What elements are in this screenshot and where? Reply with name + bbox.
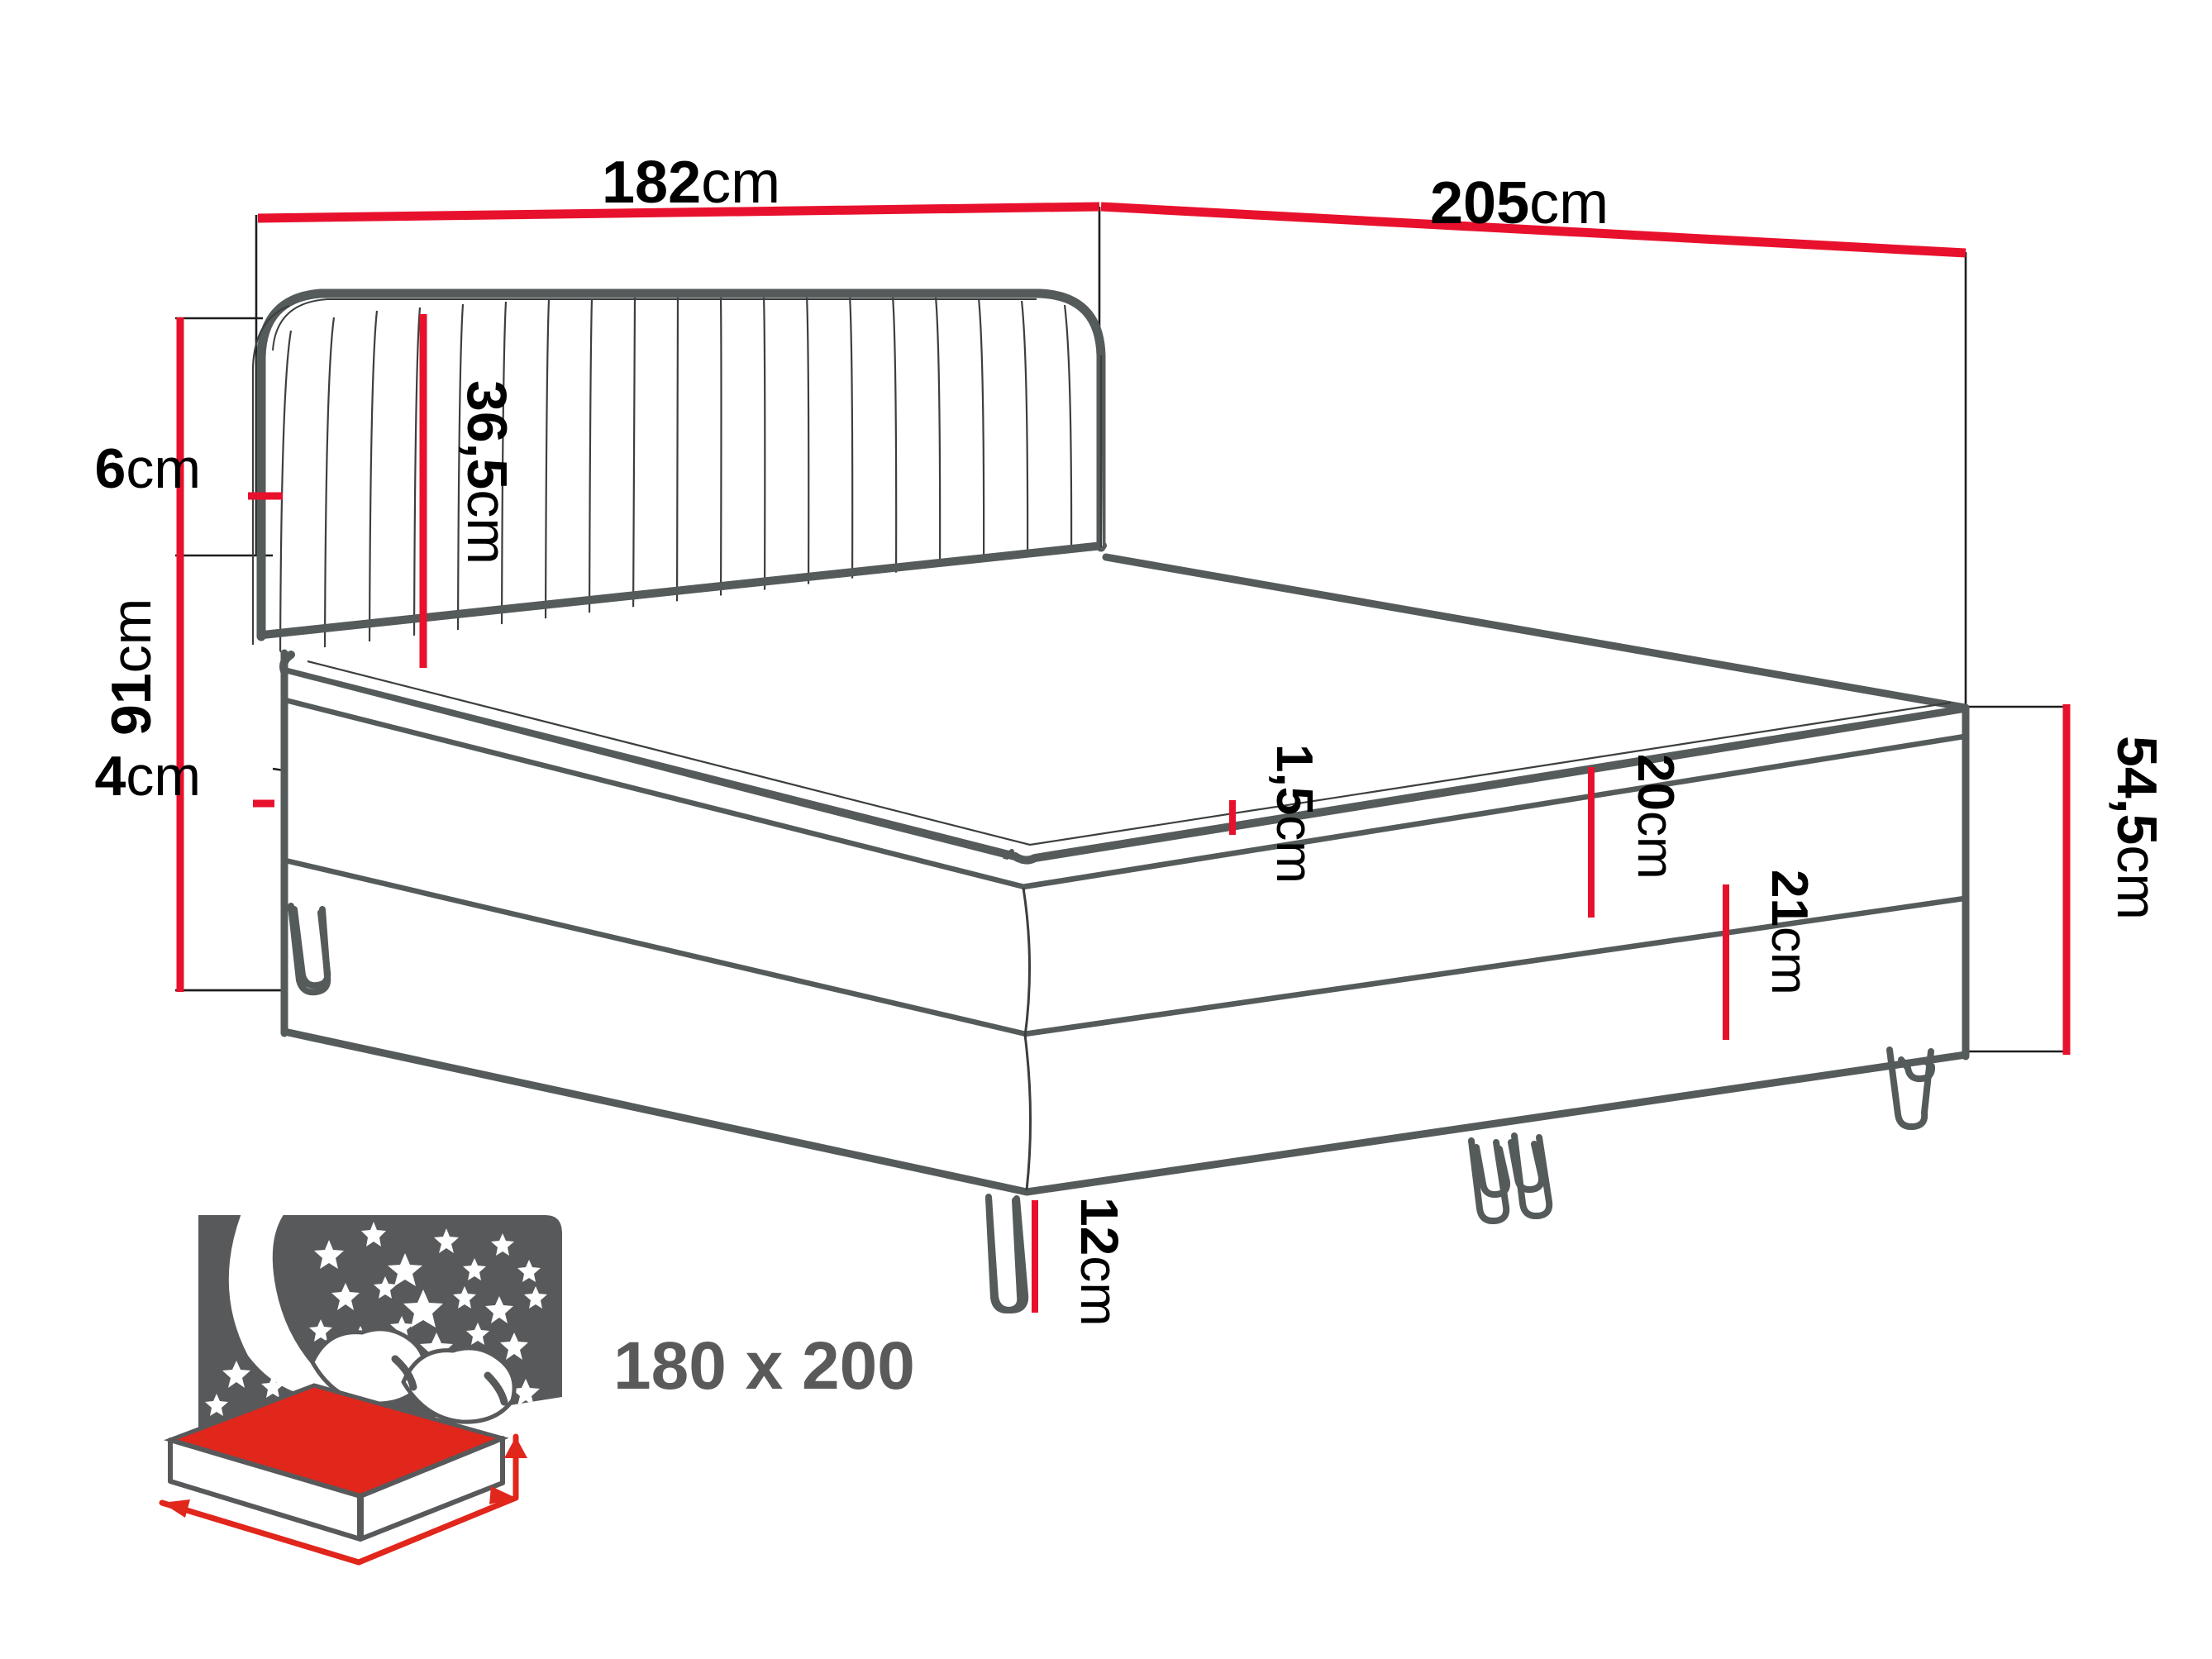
headboard-inner-line [272, 298, 1037, 351]
bed-legs-detail [288, 903, 1934, 1314]
mattress-top-fill [291, 555, 1966, 860]
label-4-unit: cm [126, 745, 201, 808]
base-corner-seam [1023, 1034, 1032, 1191]
label-1-5: 1,5cm [1266, 744, 1323, 884]
base-right-fill [1027, 901, 1966, 1190]
label-91-unit: cm [100, 598, 163, 674]
label-36-5: 36,5cm [455, 380, 518, 565]
headboard-ribbing [279, 294, 1073, 653]
dimension-line-182 [257, 202, 1100, 223]
label-1-5-unit: cm [1266, 815, 1323, 884]
moon-crescent [228, 1215, 347, 1399]
label-12-value: 12 [1070, 1197, 1129, 1256]
base-box [280, 649, 1970, 1196]
label-12-unit: cm [1070, 1256, 1129, 1326]
headboard-bottom-edge [259, 541, 1107, 639]
mattress-top-red [170, 1385, 503, 1496]
mattress-size-label: 180 x 200 [613, 1328, 915, 1404]
mattress-body [164, 1383, 509, 1542]
arrow-width-head [162, 1499, 190, 1518]
label-205: 205cm [1430, 170, 1609, 236]
label-6-unit: cm [126, 437, 201, 500]
base-bottom-edge [280, 1027, 1970, 1196]
label-21-unit: cm [1761, 927, 1818, 995]
pillow-crease-left [391, 1355, 417, 1391]
label-21: 21cm [1761, 870, 1818, 995]
arrow-length-line [355, 1495, 519, 1566]
pillow-crease-right [484, 1371, 508, 1406]
label-205-unit: cm [1529, 170, 1609, 236]
arrow-length-head [489, 1486, 516, 1504]
headboard [251, 288, 1107, 653]
topper-band-left-fill [284, 673, 1020, 888]
mattress-night-icon [159, 1215, 562, 1566]
label-20-unit: cm [1627, 811, 1684, 880]
label-205-value: 205 [1430, 170, 1529, 236]
arrow-height-head [504, 1437, 527, 1458]
pillows [310, 1327, 517, 1424]
topper-back-right-edge [1102, 553, 1970, 712]
label-91-value: 91 [100, 673, 163, 736]
topper-seam-line [307, 660, 1952, 846]
label-20: 20cm [1627, 754, 1684, 880]
label-54-5: 54,5cm [2105, 736, 2168, 920]
dimension-labels: 182cm 205cm 6cm 36,5cm 91cm 4cm 1,5cm 20… [95, 150, 2168, 1327]
label-1-5-value: 1,5 [1266, 744, 1323, 815]
label-6: 6cm [95, 437, 201, 500]
mattress-band-left-fill [284, 703, 1023, 1033]
label-20-value: 20 [1627, 754, 1684, 811]
label-36-5-value: 36,5 [455, 380, 518, 489]
bed-illustration [251, 288, 1970, 1314]
base-left-fill [284, 863, 1025, 1190]
label-12: 12cm [1070, 1197, 1129, 1327]
label-4-value: 4 [95, 745, 126, 808]
label-54-5-value: 54,5 [2105, 736, 2168, 845]
label-182: 182cm [602, 150, 780, 216]
label-54-5-unit: cm [2105, 845, 2168, 920]
mattress-corner-seam [1022, 887, 1032, 1037]
headboard-left-thickness [251, 304, 290, 369]
mattress-dimension-arrows [159, 1433, 527, 1566]
arrow-width-line [159, 1499, 362, 1566]
label-21-value: 21 [1761, 870, 1818, 927]
label-182-value: 182 [602, 150, 701, 216]
mattress-band-right-fill [1025, 739, 1966, 1033]
headboard-outline [256, 288, 1106, 641]
label-182-unit: cm [701, 150, 780, 216]
label-91: 91cm [100, 598, 163, 736]
red-dimension-lines [176, 202, 2071, 1313]
label-36-5-unit: cm [455, 489, 518, 565]
label-4: 4cm [95, 745, 201, 808]
leg-right-inner-a [1473, 1144, 1511, 1199]
label-6-value: 6 [95, 437, 126, 500]
pillow-right [401, 1346, 517, 1424]
dimension-line-205 [1100, 202, 1966, 258]
